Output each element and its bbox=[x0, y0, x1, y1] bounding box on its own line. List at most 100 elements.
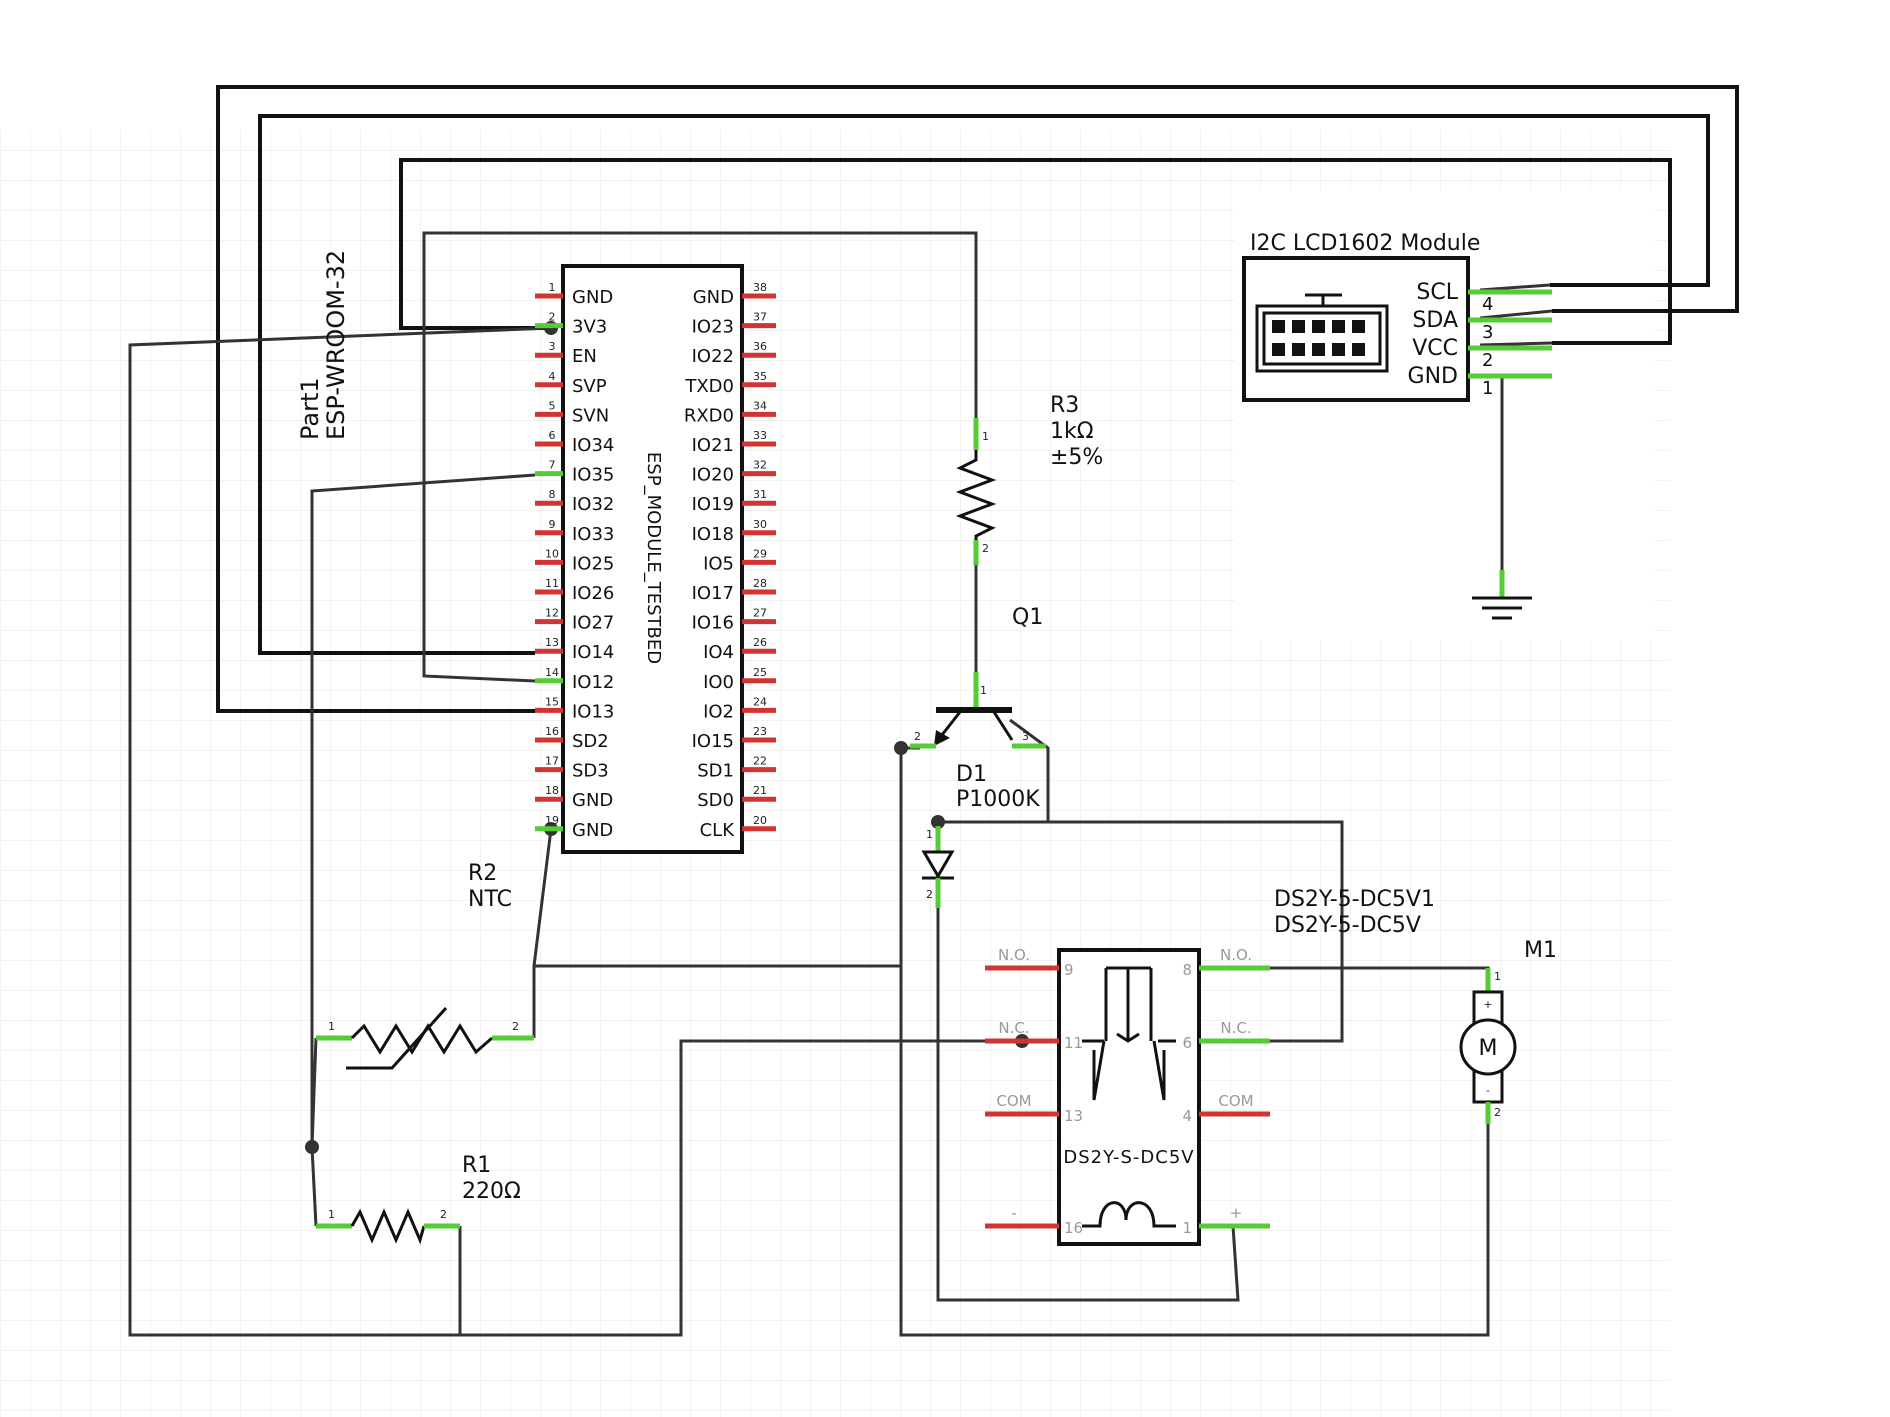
esp32-pin-number: 35 bbox=[753, 370, 767, 383]
esp32-pin-name: IO13 bbox=[572, 701, 614, 722]
diode-d1[interactable]: 1 2 D1 P1000K bbox=[921, 762, 1040, 908]
relay-name-line2: DS2Y-5-DC5V bbox=[1274, 913, 1421, 938]
esp32-pin-number: 23 bbox=[753, 725, 767, 738]
relay-pin-number: 16 bbox=[1064, 1219, 1083, 1237]
esp32-pin-name: IO33 bbox=[572, 524, 614, 545]
lcd-pin-name: GND bbox=[1408, 364, 1458, 389]
relay[interactable]: DS2Y-5-DC5V1 DS2Y-5-DC5V DS2Y-S-DC5V N.O… bbox=[985, 887, 1435, 1246]
relay-pin-label: + bbox=[1230, 1204, 1243, 1222]
relay-name-line1: DS2Y-5-DC5V1 bbox=[1274, 887, 1435, 912]
esp32-pin-number: 27 bbox=[753, 607, 767, 620]
esp32-pin-io25-10[interactable]: 10 IO25 bbox=[535, 547, 614, 574]
junction-io35 bbox=[305, 1140, 319, 1154]
relay-pin-right-1[interactable]: +1 bbox=[1182, 1204, 1270, 1237]
esp32-pin-name: IO5 bbox=[703, 553, 734, 574]
lcd-pin-number: 4 bbox=[1482, 294, 1493, 315]
m1-pin-top: 1 bbox=[1494, 970, 1501, 983]
esp32-pin-name: IO27 bbox=[572, 613, 614, 634]
esp32-pin-number: 29 bbox=[753, 547, 767, 560]
thermistor-r2[interactable]: 1 2 R2 NTC bbox=[316, 861, 534, 1070]
wire-junction-r1 bbox=[310, 1146, 318, 1227]
esp32-pin-number: 8 bbox=[549, 488, 556, 501]
resistor-r3[interactable]: 1 2 R3 1kΩ ±5% bbox=[955, 393, 1103, 565]
relay-pin-number: 8 bbox=[1182, 961, 1192, 979]
relay-pin-right-8[interactable]: N.O.8 bbox=[1182, 946, 1270, 979]
relay-contacts-icon bbox=[1082, 966, 1176, 1101]
esp32-pin-number: 17 bbox=[545, 755, 559, 768]
relay-pin-left-16[interactable]: - 16 bbox=[985, 1204, 1083, 1237]
wire-scl-stub bbox=[1479, 283, 1551, 292]
esp32-pin-name: IO25 bbox=[572, 553, 614, 574]
lcd-pin-name: SDA bbox=[1412, 308, 1458, 333]
esp32-pin-number: 3 bbox=[549, 340, 556, 353]
relay-pin-right-6[interactable]: N.C.6 bbox=[1182, 1019, 1270, 1052]
transistor-q1[interactable]: 1 2 3 Q1 bbox=[910, 605, 1046, 749]
relay-pin-label: - bbox=[1011, 1204, 1016, 1222]
m1-motor-icon bbox=[1459, 1018, 1517, 1076]
esp32-pin-io5-29[interactable]: 29 IO5 bbox=[703, 547, 776, 574]
esp32-pin-number: 10 bbox=[545, 547, 559, 560]
esp32-pin-name: GND bbox=[693, 287, 734, 308]
resistor-r1[interactable]: 1 2 R1 220Ω bbox=[316, 1153, 521, 1245]
esp32-pin-number: 30 bbox=[753, 518, 767, 531]
esp32-pin-name: IO12 bbox=[572, 672, 614, 693]
motor-m1[interactable]: M1 M + - 1 2 bbox=[1459, 938, 1557, 1124]
wires bbox=[128, 85, 1739, 1337]
q1-emitter-arrow-icon bbox=[934, 730, 950, 746]
relay-pin-label: N.C. bbox=[998, 1019, 1029, 1037]
esp32-pin-name: IO14 bbox=[572, 642, 614, 663]
relay-pin-left-9[interactable]: N.O.9 bbox=[985, 946, 1074, 979]
q1-ref: Q1 bbox=[1012, 605, 1043, 630]
esp32-pin-number: 5 bbox=[549, 399, 556, 412]
esp32-pin-number: 24 bbox=[753, 695, 767, 708]
esp32-body-label: ESP_MODULE_TESTBED bbox=[643, 452, 664, 664]
relay-pin-left-11[interactable]: N.C.11 bbox=[985, 1019, 1083, 1052]
esp32-pin-number: 31 bbox=[753, 488, 767, 501]
